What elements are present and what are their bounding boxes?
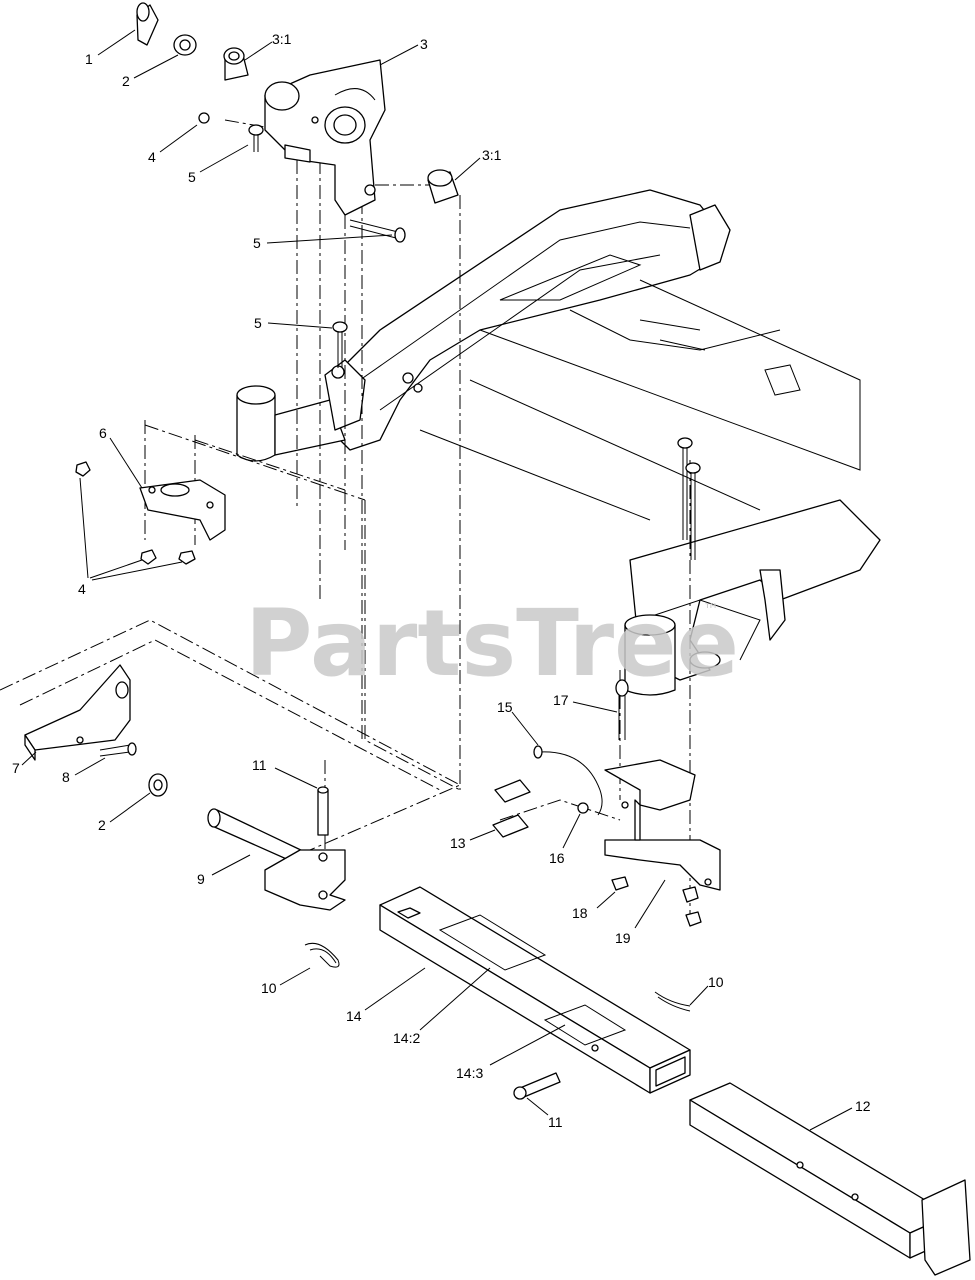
callout-14: 14 [346, 1008, 362, 1024]
callout-11: 11 [252, 757, 267, 773]
mount-bracket-6 [139, 479, 226, 541]
callout-3: 3 [420, 36, 428, 52]
callout-5: 5 [188, 169, 196, 185]
callout-7: 7 [12, 760, 20, 776]
callout-4: 4 [148, 149, 156, 165]
bolt-5-lower [332, 321, 348, 368]
leader-lines [21, 29, 853, 1131]
callout-1: 1 [85, 51, 93, 67]
nut-4-top [198, 112, 210, 124]
watermark-trademark: ™ [703, 600, 719, 619]
callout-2: 2 [98, 817, 106, 833]
bolt-5-mid [349, 219, 406, 243]
callout-9: 9 [197, 871, 205, 887]
callout-14-3: 14:3 [456, 1065, 483, 1081]
callout-12: 12 [855, 1098, 871, 1114]
tube-14 [379, 886, 691, 1094]
callout-3-1: 3:1 [272, 31, 292, 47]
pivot-bracket-3 [264, 59, 386, 216]
callout-2: 2 [122, 73, 130, 89]
callout-10: 10 [708, 974, 724, 990]
tube-12 [689, 1082, 971, 1276]
callout-5: 5 [254, 315, 262, 331]
washer-2-top [173, 34, 197, 56]
bracket-19 [604, 759, 721, 891]
callout-11: 11 [548, 1114, 563, 1130]
pin-17 [615, 679, 629, 740]
watermark-text: PartsTree [245, 590, 739, 697]
callout-10: 10 [261, 980, 277, 996]
lynch-pin-1 [136, 2, 159, 46]
bushing-3-1-top [223, 47, 249, 81]
mower-frame [236, 189, 881, 696]
callout-17: 17 [553, 692, 569, 708]
callout-14-2: 14:2 [393, 1030, 420, 1046]
hairpin-10-right [654, 991, 691, 1012]
callout-16: 16 [549, 850, 565, 866]
callout-18: 18 [572, 905, 588, 921]
callout-4: 4 [78, 581, 86, 597]
callout-3-1: 3:1 [482, 147, 502, 163]
callout-5: 5 [253, 235, 261, 251]
hairpin-10-left [304, 942, 340, 968]
watermark: PartsTree ™ [245, 590, 739, 697]
pads-13 [492, 779, 531, 838]
nut-16 [577, 802, 589, 814]
nuts-4 [75, 461, 196, 565]
bushing-3-1-right [427, 169, 459, 204]
pin-8 [99, 742, 137, 757]
washer-2-lower [148, 773, 168, 797]
bolt-5-top [248, 124, 264, 152]
callout-8: 8 [62, 769, 70, 785]
callout-13: 13 [450, 835, 466, 851]
callout-19: 19 [615, 930, 631, 946]
callout-15: 15 [497, 699, 513, 715]
pin-11-upper [317, 786, 329, 836]
callout-labels: 1 2 3:1 3 4 5 3:1 5 5 6 4 7 8 2 11 9 10 … [12, 31, 871, 1130]
clevis-bracket [264, 849, 346, 911]
carriage-bolts [677, 437, 702, 927]
callout-6: 6 [99, 425, 107, 441]
pin-11-lower [513, 1072, 561, 1100]
wire-15 [533, 745, 603, 816]
lever-plate-7 [24, 664, 131, 761]
